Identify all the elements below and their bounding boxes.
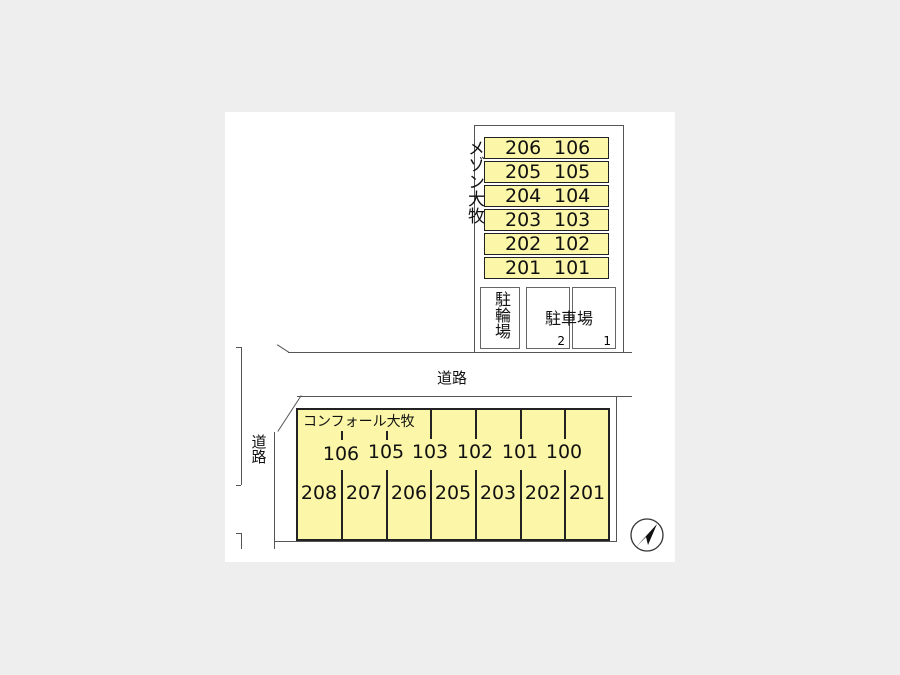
road-edge [241,347,242,485]
unit-number: 102 [456,441,494,463]
lot-boundary [297,396,632,397]
unit-divider [475,470,477,540]
road-edge [288,352,632,353]
unit-divider [341,431,343,440]
unit-divider [520,470,522,540]
unit-divider [430,408,432,439]
road-edge [236,533,241,534]
lot-boundary [274,432,275,549]
unit-number: 106 [554,137,591,159]
unit-divider [564,408,566,439]
road-edge [236,485,241,486]
unit-divider [430,470,432,540]
building-name-top: メゾン大牧 [464,139,484,224]
unit-number: 102 [554,233,591,255]
bicycle-parking: 駐輪場 [480,287,520,349]
lot-boundary [616,396,617,542]
unit-number: 105 [554,161,591,183]
unit-number: 206 [390,482,428,504]
unit-number: 208 [300,482,338,504]
unit-divider [386,431,388,440]
unit-number: 205 [505,161,542,183]
road-edge [236,347,241,348]
unit-number: 100 [545,441,583,463]
unit-row: 202 102 [484,233,609,255]
unit-divider [386,470,388,540]
unit-number: 104 [554,185,591,207]
parking-space-2: 2 [526,287,570,349]
unit-number: 101 [501,441,539,463]
unit-row: 205 105 [484,161,609,183]
unit-row: 204 104 [484,185,609,207]
space-number: 1 [603,334,611,348]
unit-divider [341,470,343,540]
unit-number: 205 [434,482,472,504]
unit-number: 101 [554,257,591,279]
unit-row: 201 101 [484,257,609,279]
road-label-vertical: 道路 [249,434,268,464]
unit-row: 203 103 [484,209,609,231]
lot-boundary [474,125,475,353]
lot-boundary [623,125,624,353]
road-edge [241,533,242,549]
lot-boundary [474,125,623,126]
unit-number: 201 [505,257,542,279]
unit-number: 202 [505,233,542,255]
unit-number: 105 [367,441,405,463]
unit-number: 207 [345,482,383,504]
unit-divider [475,408,477,439]
road-label-horizontal: 道路 [437,369,468,387]
unit-number: 106 [322,443,360,465]
north-arrow-icon [630,518,664,552]
building-name-bottom: コンフォール大牧 [303,414,415,430]
unit-divider [520,408,522,439]
car-parking-label: 駐車場 [545,309,594,328]
unit-number: 103 [554,209,591,231]
unit-row: 206 106 [484,137,609,159]
unit-number: 206 [505,137,542,159]
unit-number: 202 [524,482,562,504]
space-number: 2 [557,334,565,348]
unit-number: 204 [505,185,542,207]
building-bottom [296,408,610,541]
unit-divider [564,470,566,540]
unit-number: 201 [568,482,606,504]
lot-boundary [274,541,616,542]
unit-number: 103 [411,441,449,463]
parking-space-1: 1 [572,287,616,349]
unit-number: 203 [479,482,517,504]
bicycle-parking-label: 駐輪場 [492,291,511,339]
unit-number: 203 [505,209,542,231]
